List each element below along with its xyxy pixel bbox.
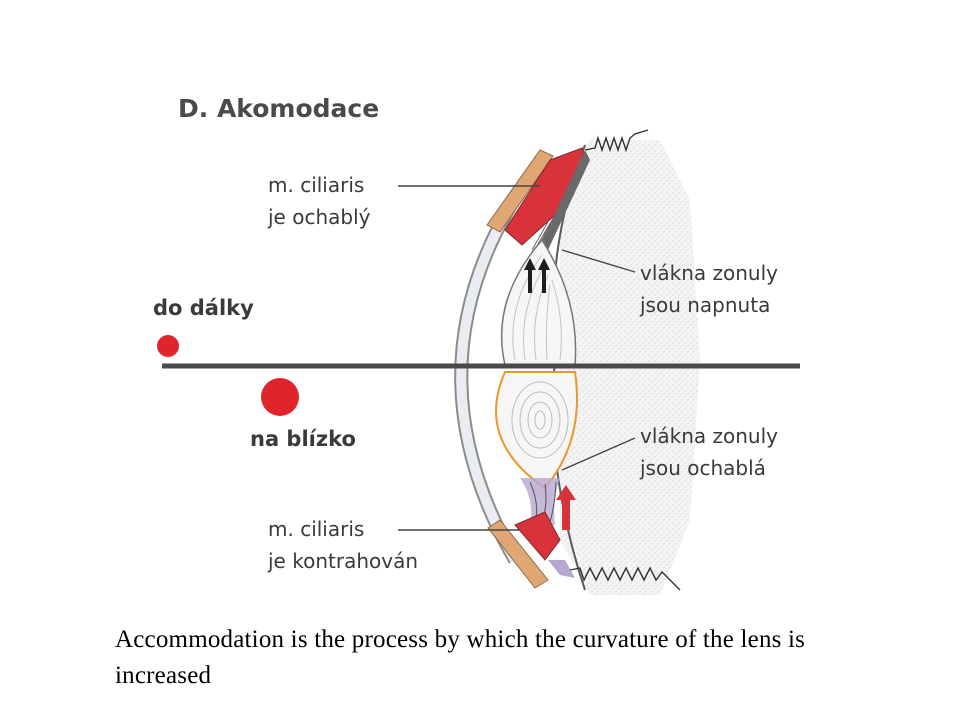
- red-arrow-icon: [556, 485, 576, 530]
- ciliaris-relaxed-line2: je ochablý: [267, 205, 371, 229]
- leader-lines: [398, 185, 636, 531]
- label-near: na blízko: [250, 427, 356, 451]
- diagram-title: D. Akomodace: [178, 94, 379, 123]
- zonule-slack-line1: vlákna zonuly: [640, 424, 778, 448]
- zonule-taut-line1: vlákna zonuly: [640, 261, 778, 285]
- ciliary-muscle-contracted: [514, 511, 561, 561]
- near-point-dot: [261, 378, 299, 416]
- zonule-taut-line2: jsou napnuta: [639, 293, 770, 317]
- lower-ligament: [487, 519, 549, 589]
- upper-ligament: [486, 149, 554, 233]
- zonule-fibers-taut: [531, 214, 561, 251]
- ciliaris-contracted-line1: m. ciliaris: [268, 517, 364, 541]
- ciliaris-relaxed-line1: m. ciliaris: [268, 173, 364, 197]
- lower-spring: [569, 566, 681, 591]
- upper-spring: [584, 129, 649, 153]
- black-arrows-icon: [524, 258, 550, 293]
- zonule-fibers-slack: [520, 478, 560, 525]
- zonule-slack-line2: jsou ochablá: [639, 456, 766, 480]
- caption-text: Accommodation is the process by which th…: [115, 626, 806, 689]
- ciliaris-contracted-line2: je kontrahován: [267, 549, 418, 573]
- far-point-dot: [157, 335, 179, 357]
- label-far: do dálky: [153, 296, 254, 320]
